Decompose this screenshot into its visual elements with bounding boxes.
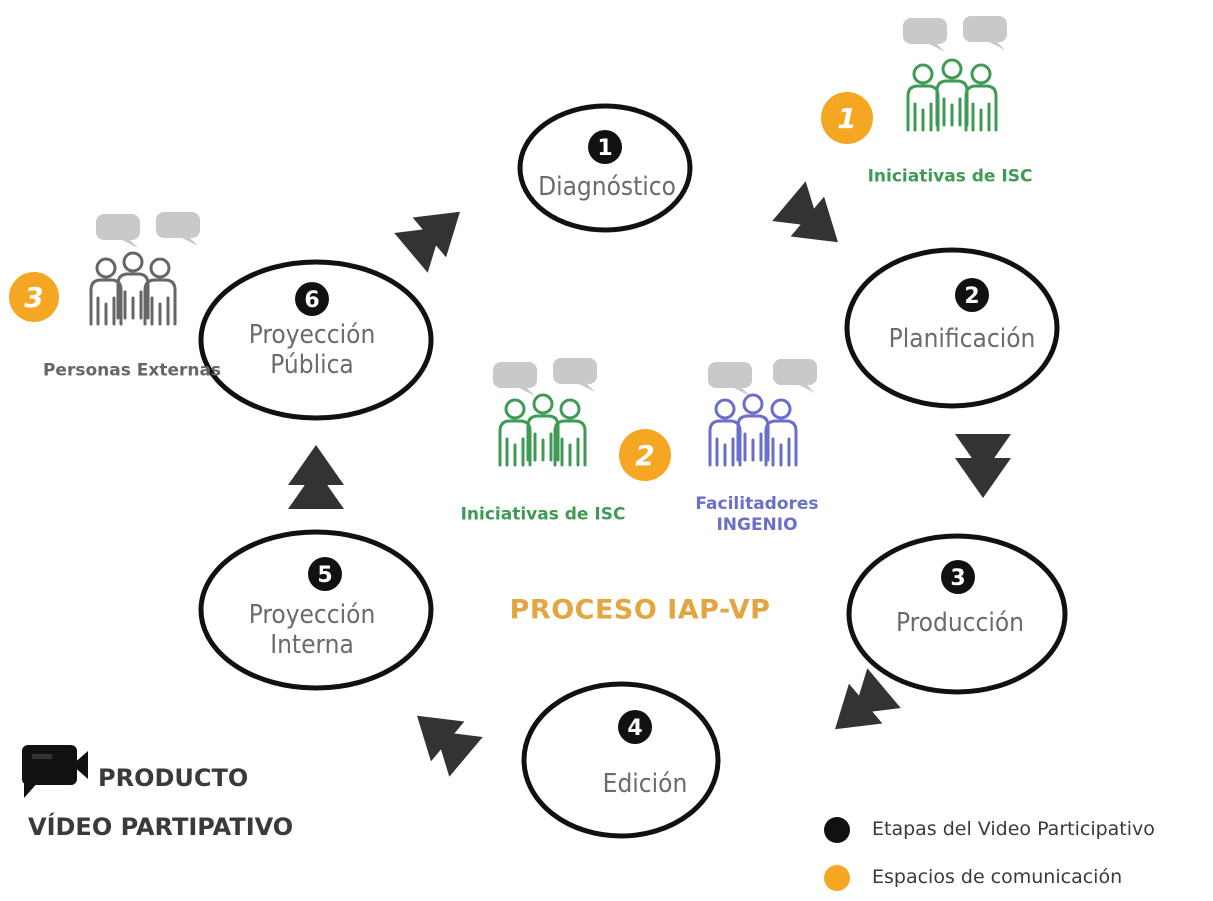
svg-text:5: 5: [317, 563, 332, 588]
stage-1-ellipse: [517, 103, 693, 233]
arrow-6-to-1: [394, 211, 460, 273]
arrow-5-to-6: [288, 445, 344, 509]
center-title: PROCESO IAP-VP: [509, 594, 771, 626]
people-group-icon-space-2-isc: [493, 358, 597, 467]
product-line-2: VÍDEO PARTIPATIVO: [28, 813, 294, 841]
space-3-group-label: Personas Externas: [42, 360, 222, 381]
legend-label-spaces: Espacios de comunicación: [872, 866, 1123, 888]
arrow-2-to-3: [955, 434, 1011, 498]
stage-2-badge: 2: [955, 278, 989, 312]
arrow-3-to-4: [835, 668, 901, 730]
arrow-4-to-5: [417, 715, 483, 777]
video-camera-icon: [22, 745, 88, 798]
stage-4-label: Edición: [602, 769, 688, 799]
space-3-badge: 3: [9, 272, 59, 322]
stage-5-label: Proyección Interna: [248, 600, 376, 660]
svg-text:1: 1: [597, 136, 612, 161]
space-1-group-label: Iniciativas de ISC: [867, 166, 1033, 187]
legend-dot-spaces: [824, 865, 850, 891]
stage-3-ellipse: [846, 533, 1068, 695]
space-2-badge: 2: [619, 429, 671, 481]
space-1-badge: 1: [821, 92, 873, 144]
svg-text:3: 3: [950, 566, 965, 591]
stage-3-label: Producción: [895, 608, 1025, 638]
arrow-1-to-2: [772, 181, 838, 243]
people-group-icon-space-1: [903, 16, 1007, 132]
space-2-ingenio-label: Facilitadores INGENIO: [695, 494, 819, 535]
stage-3-badge: 3: [941, 560, 975, 594]
stage-6-label: Proyección Pública: [248, 320, 376, 380]
svg-text:1: 1: [837, 102, 856, 135]
legend-dot-stages: [824, 817, 850, 843]
svg-text:3: 3: [24, 281, 43, 314]
stage-1-label: Diagnóstico: [538, 172, 676, 202]
svg-text:4: 4: [627, 716, 642, 741]
stage-6-ellipse: [198, 259, 434, 421]
stage-1-badge: 1: [588, 130, 622, 164]
stage-5-ellipse: [198, 529, 434, 691]
stage-2-label: Planificación: [888, 324, 1036, 354]
people-group-icon-space-2-ingenio: [708, 359, 817, 467]
stage-number-badges: 1 2 3 4 5 6: [295, 130, 989, 744]
space-2-isc-label: Iniciativas de ISC: [460, 504, 626, 525]
product-line-1: PRODUCTO: [98, 764, 249, 792]
stage-ellipses: [198, 103, 1068, 839]
svg-text:6: 6: [304, 288, 319, 313]
people-group-icon-space-3: [89, 212, 200, 326]
stage-5-badge: 5: [308, 557, 342, 591]
svg-text:2: 2: [964, 284, 979, 309]
svg-text:2: 2: [635, 439, 654, 472]
stage-4-badge: 4: [618, 710, 652, 744]
stage-2-ellipse: [844, 247, 1060, 409]
cycle-arrows: [288, 181, 1011, 777]
stage-4-ellipse: [521, 681, 721, 839]
legend-label-stages: Etapas del Video Participativo: [872, 818, 1155, 840]
stage-6-badge: 6: [295, 282, 329, 316]
space-badges: 1 2 3: [9, 92, 873, 481]
